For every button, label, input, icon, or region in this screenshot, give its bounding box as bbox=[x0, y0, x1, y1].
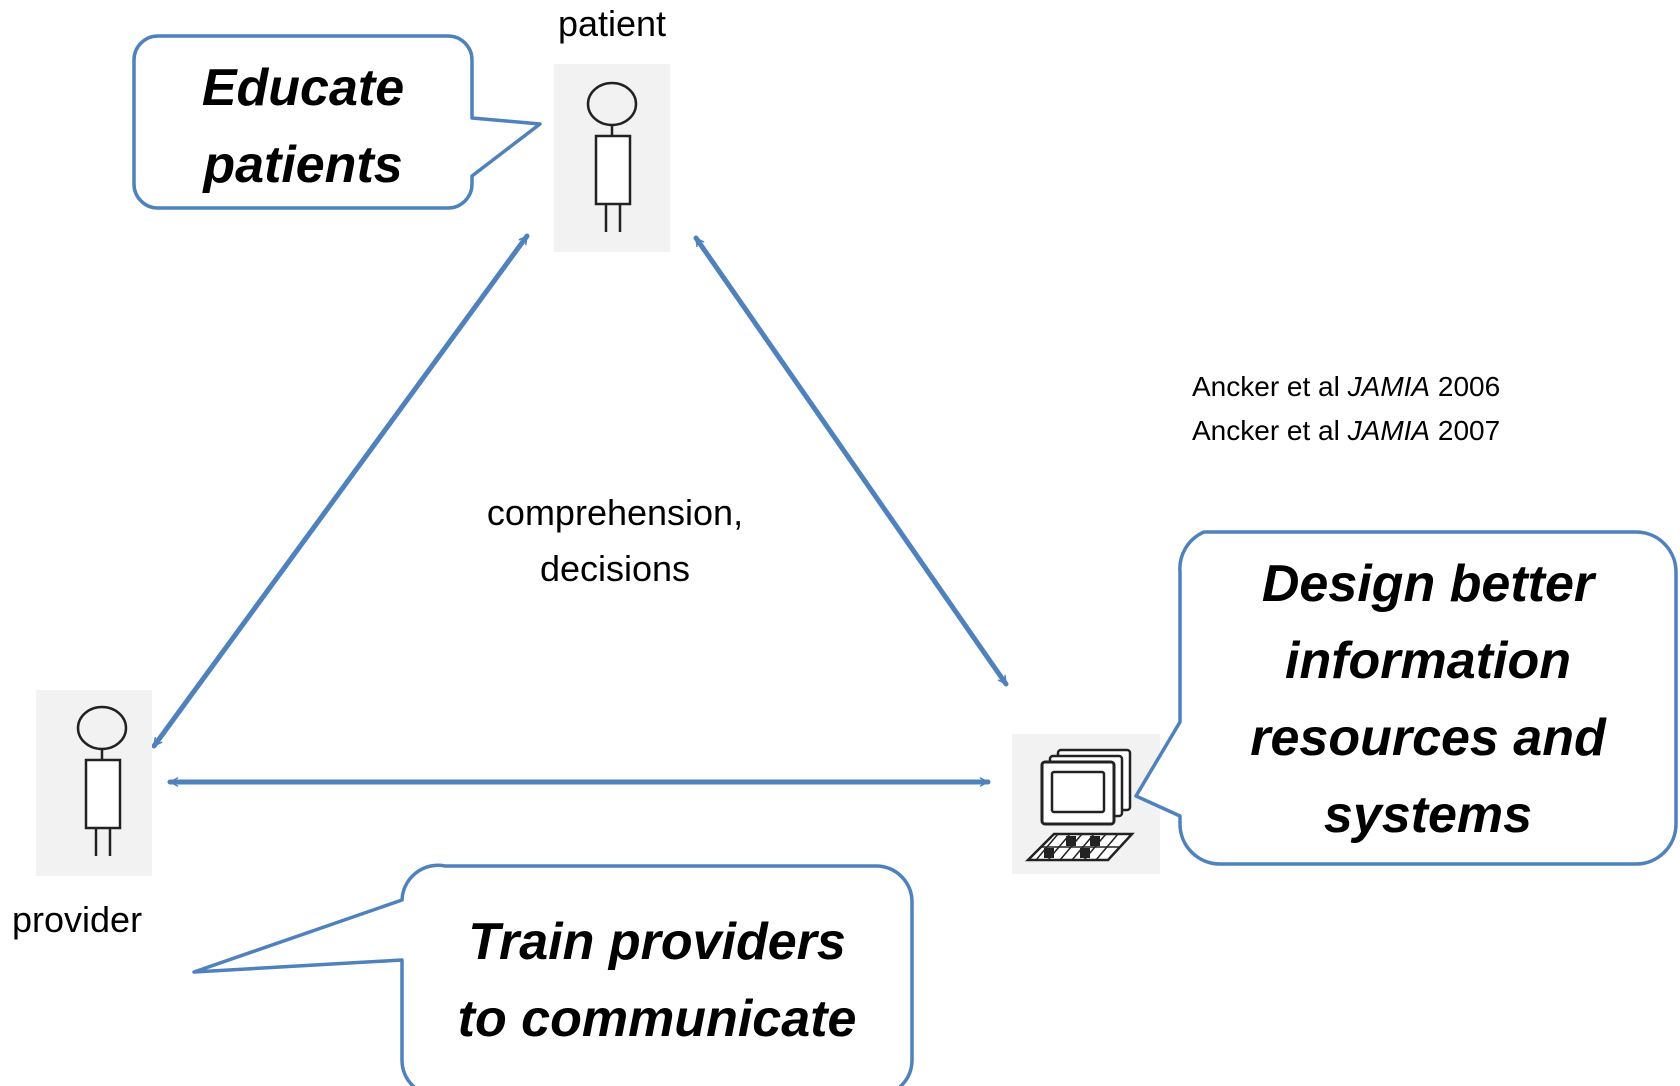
callout-educate-line-1: Educate bbox=[201, 59, 405, 117]
citation-1-year: 2006 bbox=[1437, 371, 1501, 402]
citation-1: Ancker et al JAMIA 2006 bbox=[1192, 370, 1500, 404]
provider-person-icon bbox=[36, 690, 152, 876]
callout-design-line-2: information bbox=[1285, 632, 1571, 690]
provider-label: provider bbox=[12, 899, 143, 940]
citation-2-journal: JAMIA bbox=[1347, 415, 1431, 446]
callout-train-shape bbox=[192, 863, 914, 1086]
patient-label: patient bbox=[557, 3, 667, 44]
callout-design-shape bbox=[1134, 530, 1678, 866]
citation-1-author: Ancker et al bbox=[1192, 371, 1340, 402]
callout-train-line-1: Train providers bbox=[468, 913, 846, 971]
callout-educate-shape bbox=[132, 34, 542, 210]
center-label-line-1: comprehension, bbox=[486, 492, 744, 533]
center-label-line-2: decisions bbox=[539, 548, 691, 589]
citation-1-journal: JAMIA bbox=[1347, 371, 1431, 402]
callout-train-line-2: to communicate bbox=[457, 990, 857, 1048]
citation-2-year: 2007 bbox=[1437, 415, 1501, 446]
computer-icon bbox=[1012, 734, 1160, 874]
citation-2: Ancker et al JAMIA 2007 bbox=[1192, 414, 1500, 448]
center-label: comprehension, decisions bbox=[440, 485, 790, 597]
patient-person-icon bbox=[554, 64, 670, 252]
callout-design-line-3: resources and bbox=[1250, 709, 1606, 767]
callout-design-line-1: Design better bbox=[1261, 555, 1595, 613]
callout-train-text: Train providers to communicate bbox=[402, 904, 912, 1058]
citation-2-author: Ancker et al bbox=[1192, 415, 1340, 446]
callout-design-text: Design better information resources and … bbox=[1180, 546, 1676, 854]
callout-educate-line-2: patients bbox=[203, 136, 403, 194]
callout-design-line-4: systems bbox=[1323, 786, 1533, 844]
arrow-patient-computer bbox=[693, 235, 1009, 687]
arrow-patient-provider bbox=[151, 233, 530, 749]
callout-educate-text: Educate patients bbox=[134, 50, 472, 204]
arrows bbox=[151, 233, 1009, 787]
